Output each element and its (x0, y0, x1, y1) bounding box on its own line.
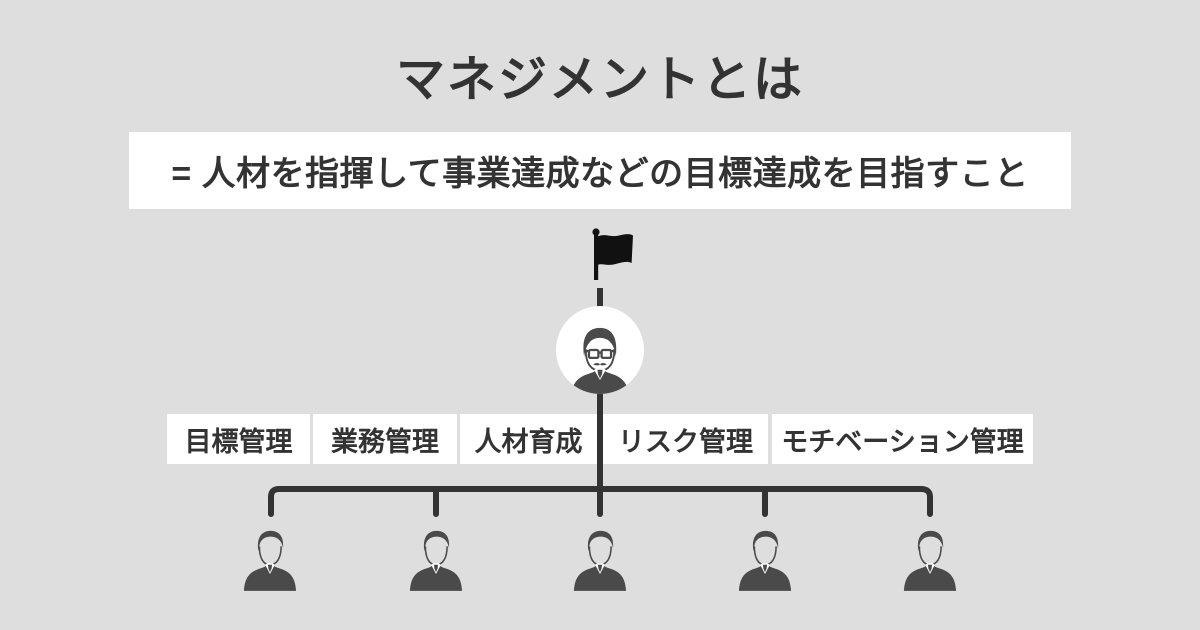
page-title: マネジメントとは (395, 53, 804, 107)
area-risk-management: リスク管理 (603, 414, 768, 464)
area-motivation-management: モチベーション管理 (772, 414, 1033, 464)
definition-banner: = 人材を指揮して事業達成などの目標達成を目指すこと (129, 132, 1071, 209)
definition-text: = 人材を指揮して事業達成などの目標達成を目指すこと (171, 155, 1029, 193)
management-areas-row: 目標管理 業務管理 人材育成 リスク管理 モチベーション管理 (0, 414, 1200, 464)
goal-flag-icon (588, 227, 636, 290)
manager-icon (571, 327, 629, 394)
area-operations-management: 業務管理 (313, 414, 457, 464)
manager-avatar (556, 306, 644, 394)
area-goal-management: 目標管理 (167, 414, 310, 464)
area-talent-development: 人材育成 (460, 414, 597, 464)
